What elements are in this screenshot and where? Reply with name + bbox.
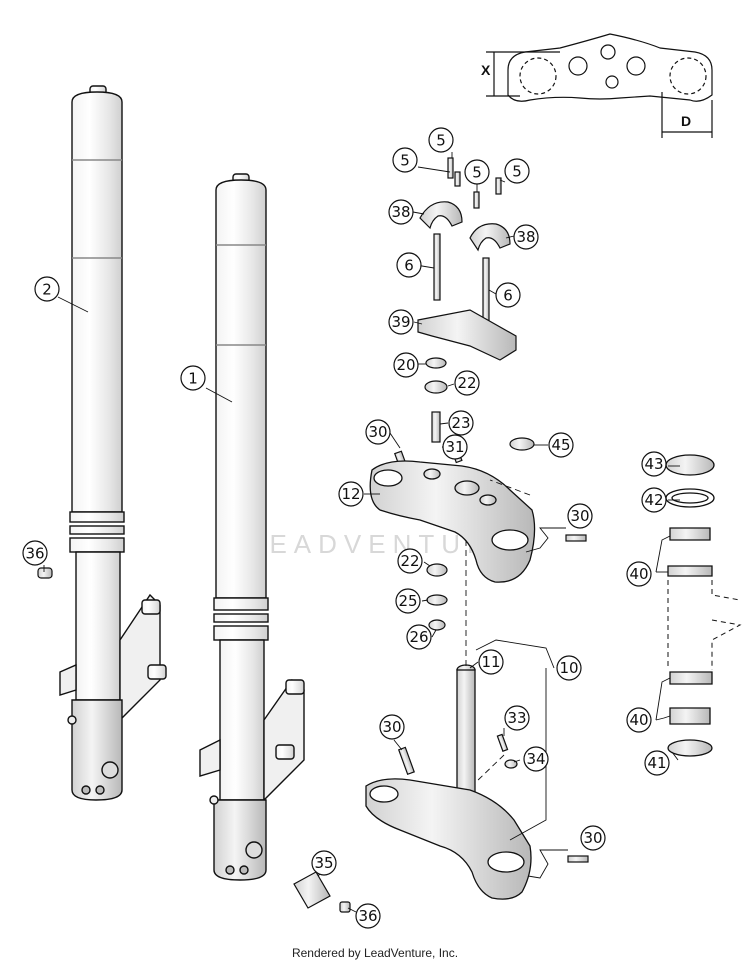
callout-30: 30 bbox=[567, 503, 593, 529]
svg-text:11: 11 bbox=[481, 653, 500, 671]
svg-text:41: 41 bbox=[647, 754, 666, 772]
callout-22: 22 bbox=[454, 370, 480, 396]
callout-30: 30 bbox=[379, 714, 405, 740]
steering-head-bearings bbox=[665, 454, 715, 757]
svg-text:23: 23 bbox=[451, 414, 470, 432]
callout-5: 5 bbox=[428, 127, 454, 153]
callout-42: 42 bbox=[641, 487, 667, 513]
svg-text:25: 25 bbox=[398, 592, 417, 610]
svg-text:22: 22 bbox=[457, 374, 476, 392]
svg-text:6: 6 bbox=[503, 287, 513, 305]
dimension-label-x: X bbox=[481, 62, 491, 78]
svg-text:12: 12 bbox=[341, 485, 360, 503]
callout-36: 36 bbox=[22, 540, 48, 566]
callout-36: 36 bbox=[355, 903, 381, 929]
svg-text:45: 45 bbox=[551, 436, 570, 454]
callout-23: 23 bbox=[448, 410, 474, 436]
callout-40: 40 bbox=[626, 707, 652, 733]
svg-text:5: 5 bbox=[472, 164, 482, 182]
svg-text:1: 1 bbox=[188, 370, 198, 388]
svg-text:5: 5 bbox=[400, 152, 410, 170]
frame-head-tube-outline bbox=[667, 580, 742, 670]
svg-text:38: 38 bbox=[516, 228, 535, 246]
svg-text:33: 33 bbox=[507, 709, 526, 727]
svg-text:38: 38 bbox=[391, 203, 410, 221]
dimension-label-d: D bbox=[681, 113, 691, 129]
svg-text:5: 5 bbox=[436, 132, 446, 150]
callout-5: 5 bbox=[504, 158, 530, 184]
svg-text:40: 40 bbox=[629, 711, 648, 729]
svg-text:39: 39 bbox=[391, 313, 410, 331]
callout-34: 34 bbox=[523, 746, 549, 772]
svg-text:6: 6 bbox=[404, 257, 414, 275]
svg-text:30: 30 bbox=[368, 423, 387, 441]
callout-5: 5 bbox=[392, 147, 418, 173]
svg-text:36: 36 bbox=[358, 907, 377, 925]
callout-39: 39 bbox=[388, 309, 414, 335]
callout-2: 2 bbox=[34, 276, 60, 302]
callout-5: 5 bbox=[464, 159, 490, 185]
callout-40: 40 bbox=[626, 561, 652, 587]
callout-41: 41 bbox=[644, 750, 670, 776]
callout-12: 12 bbox=[338, 481, 364, 507]
fork-leg-2 bbox=[59, 85, 167, 801]
svg-text:22: 22 bbox=[400, 552, 419, 570]
svg-text:26: 26 bbox=[409, 628, 428, 646]
fork-leg-1 bbox=[199, 173, 305, 881]
callout-22: 22 bbox=[397, 548, 423, 574]
callout-43: 43 bbox=[641, 451, 667, 477]
callout-1: 1 bbox=[180, 365, 206, 391]
svg-text:36: 36 bbox=[25, 545, 44, 563]
callout-6: 6 bbox=[396, 252, 422, 278]
triple-clamp-dimension-sketch bbox=[486, 33, 713, 138]
callout-20: 20 bbox=[393, 352, 419, 378]
centerline bbox=[465, 479, 531, 783]
callout-11: 11 bbox=[478, 649, 504, 675]
upper-triple-clamp bbox=[369, 460, 536, 583]
callout-33: 33 bbox=[504, 705, 530, 731]
callout-30: 30 bbox=[365, 419, 391, 445]
footer-credit: Rendered by LeadVenture, Inc. bbox=[291, 946, 459, 960]
callout-38: 38 bbox=[513, 224, 539, 250]
parts-diagram: LEADVENTURE bbox=[22, 33, 742, 929]
svg-text:43: 43 bbox=[644, 455, 663, 473]
callout-30: 30 bbox=[580, 825, 606, 851]
callout-38: 38 bbox=[388, 199, 414, 225]
svg-text:30: 30 bbox=[382, 718, 401, 736]
svg-text:42: 42 bbox=[644, 491, 663, 509]
callout-35: 35 bbox=[311, 850, 337, 876]
callout-10: 10 bbox=[556, 655, 582, 681]
svg-text:40: 40 bbox=[629, 565, 648, 583]
callout-26: 26 bbox=[406, 624, 432, 650]
svg-text:20: 20 bbox=[396, 356, 415, 374]
svg-text:30: 30 bbox=[570, 507, 589, 525]
svg-text:5: 5 bbox=[512, 163, 522, 181]
svg-text:35: 35 bbox=[314, 854, 333, 872]
callout-45: 45 bbox=[548, 432, 574, 458]
clamp-hardware bbox=[37, 157, 589, 913]
svg-text:2: 2 bbox=[42, 281, 52, 299]
callout-25: 25 bbox=[395, 588, 421, 614]
callout-6: 6 bbox=[495, 282, 521, 308]
callout-31: 31 bbox=[442, 434, 468, 460]
svg-text:31: 31 bbox=[445, 438, 464, 456]
callouts: 2 1 36 5 5 5 5 38 38 6 6 39 20 22 23 30 … bbox=[22, 127, 670, 929]
svg-text:10: 10 bbox=[559, 659, 578, 677]
lower-triple-clamp bbox=[365, 664, 532, 900]
svg-text:30: 30 bbox=[583, 829, 602, 847]
svg-text:34: 34 bbox=[526, 750, 545, 768]
